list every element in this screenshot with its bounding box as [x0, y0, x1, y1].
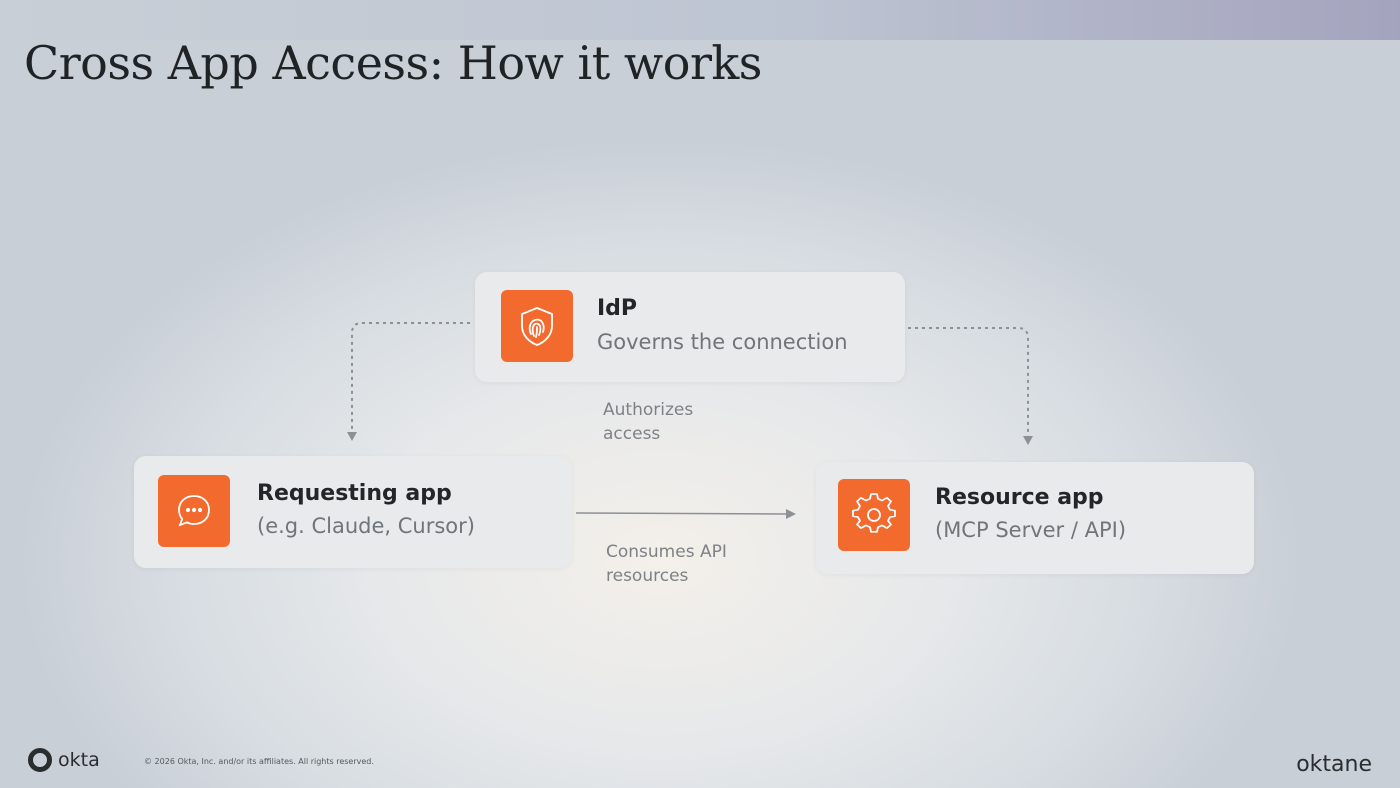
idp-to-requesting-connector: [351, 322, 470, 432]
idp-to-resource-connector: [908, 327, 1029, 436]
idp-title: IdP: [597, 296, 638, 321]
requesting-app-subtitle: (e.g. Claude, Cursor): [257, 514, 475, 538]
resource-app-title: Resource app: [935, 485, 1104, 510]
consumes-api-label: Consumes API resources: [606, 542, 727, 586]
resource-app-subtitle: (MCP Server / API): [935, 518, 1127, 542]
copyright-notice: © 2026 Okta, Inc. and/or its affiliates.…: [144, 757, 374, 766]
requesting-app-card: Requesting app (e.g. Claude, Cursor): [134, 456, 572, 568]
requesting-to-resource-arrowhead: [786, 509, 796, 519]
slide-title: Cross App Access: How it works: [24, 36, 762, 90]
resource-app-icon-badge: [838, 479, 910, 551]
requesting-app-title: Requesting app: [257, 481, 452, 506]
resource-app-card: Resource app (MCP Server / API): [816, 462, 1254, 574]
requesting-app-icon-badge: [158, 475, 230, 547]
idp-icon-badge: [501, 290, 573, 362]
shield-fingerprint-icon: [521, 307, 553, 346]
authorizes-access-label: Authorizes access: [603, 400, 694, 444]
okta-logo-mark-icon: [28, 748, 52, 772]
idp-to-requesting-arrowhead: [347, 432, 357, 441]
idp-subtitle: Governs the connection: [597, 330, 848, 354]
oktane-brand: oktane: [1296, 752, 1372, 777]
gear-icon: [852, 493, 896, 533]
top-light-glow: [0, 0, 1400, 40]
idp-card: IdP Governs the connection: [475, 272, 905, 382]
chat-bubble-icon: [178, 495, 210, 527]
okta-logo: okta: [28, 748, 100, 772]
requesting-to-resource-line: [575, 512, 787, 515]
idp-to-resource-arrowhead: [1023, 436, 1033, 445]
okta-logo-text: okta: [58, 749, 100, 771]
